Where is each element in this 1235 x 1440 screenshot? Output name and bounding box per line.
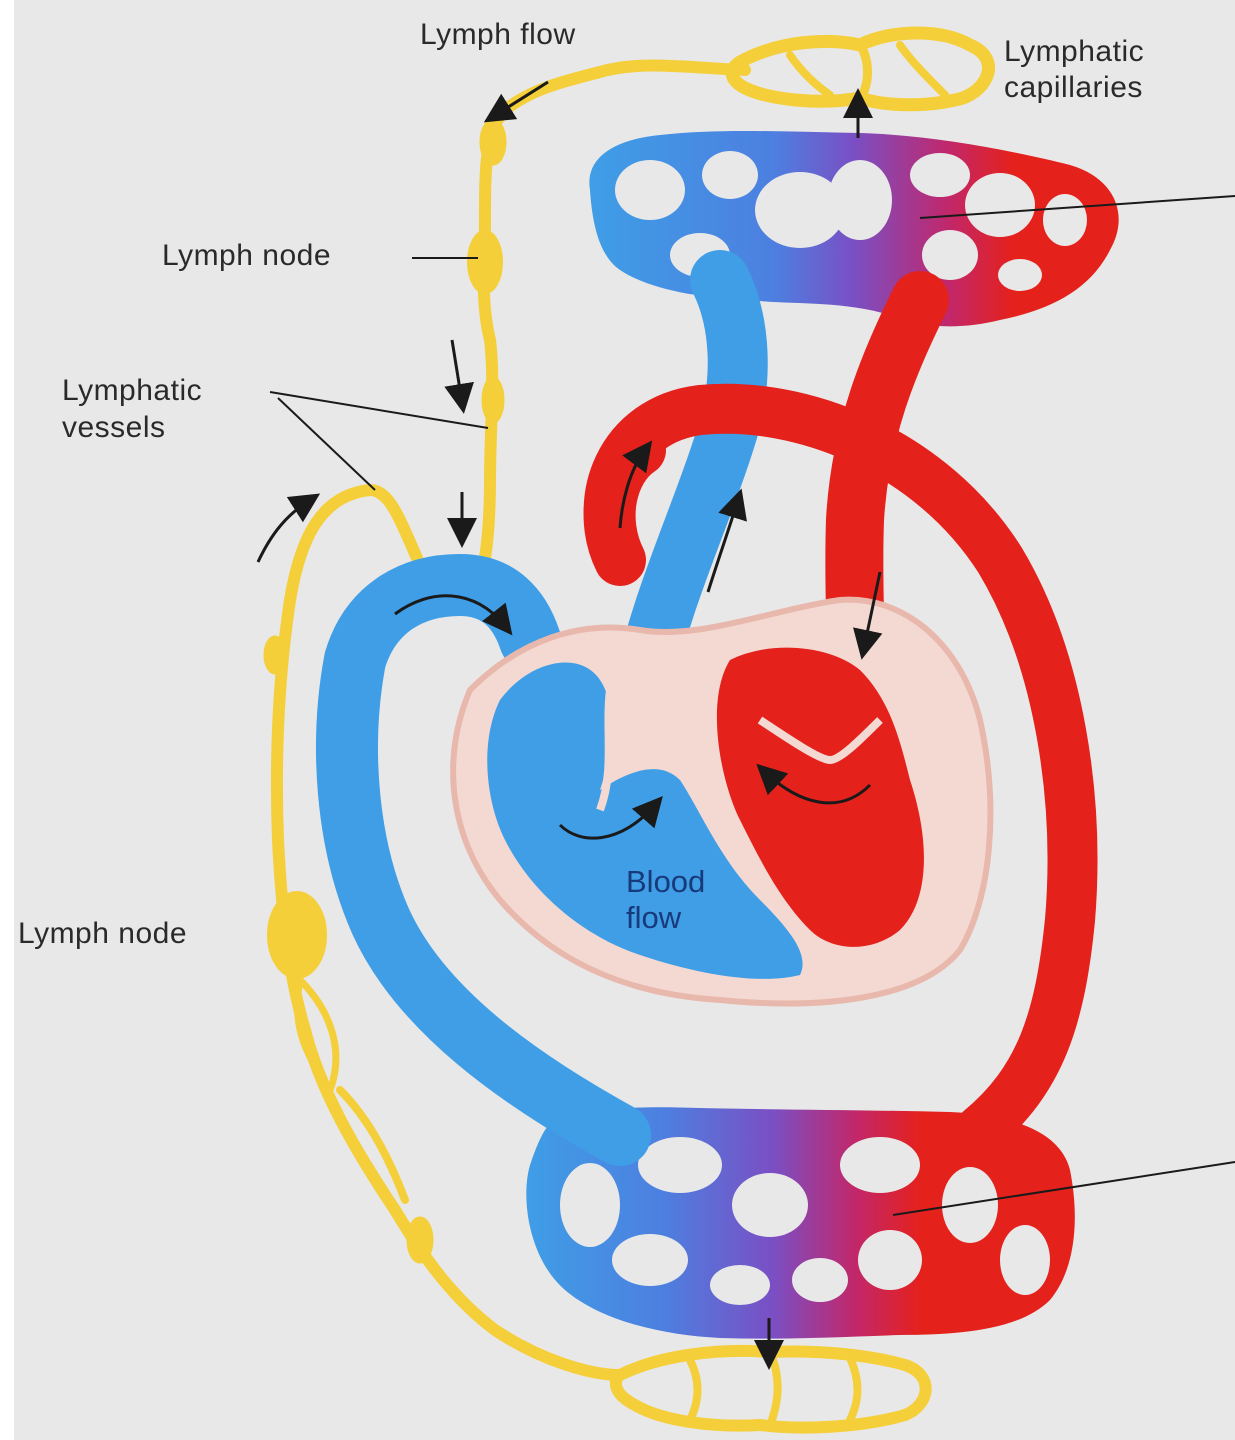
lymph-node-small-1 [483,378,503,422]
lymph-node-lower-shape [269,893,325,977]
label-lymphatic-vessels-line2: vessels [62,410,166,446]
lymph-node-upper-shape [469,232,501,292]
label-lymph-node-upper: Lymph node [162,238,331,274]
lymph-node-small-4 [408,1218,432,1262]
label-blood-flow-line2: flow [626,900,681,936]
left-border-strip [0,0,14,1440]
lymph-node-small-2 [481,120,505,164]
label-lymph-node-lower: Lymph node [18,916,187,952]
label-blood-flow-line1: Blood [626,864,705,900]
lymph-node-small-3 [265,637,285,673]
label-lymph-flow: Lymph flow [420,17,576,53]
label-lymphatic-capillaries-line1: Lymphatic [1004,34,1144,70]
label-lymphatic-vessels-line1: Lymphatic [62,373,202,409]
label-lymphatic-capillaries-line2: capillaries [1004,70,1143,106]
